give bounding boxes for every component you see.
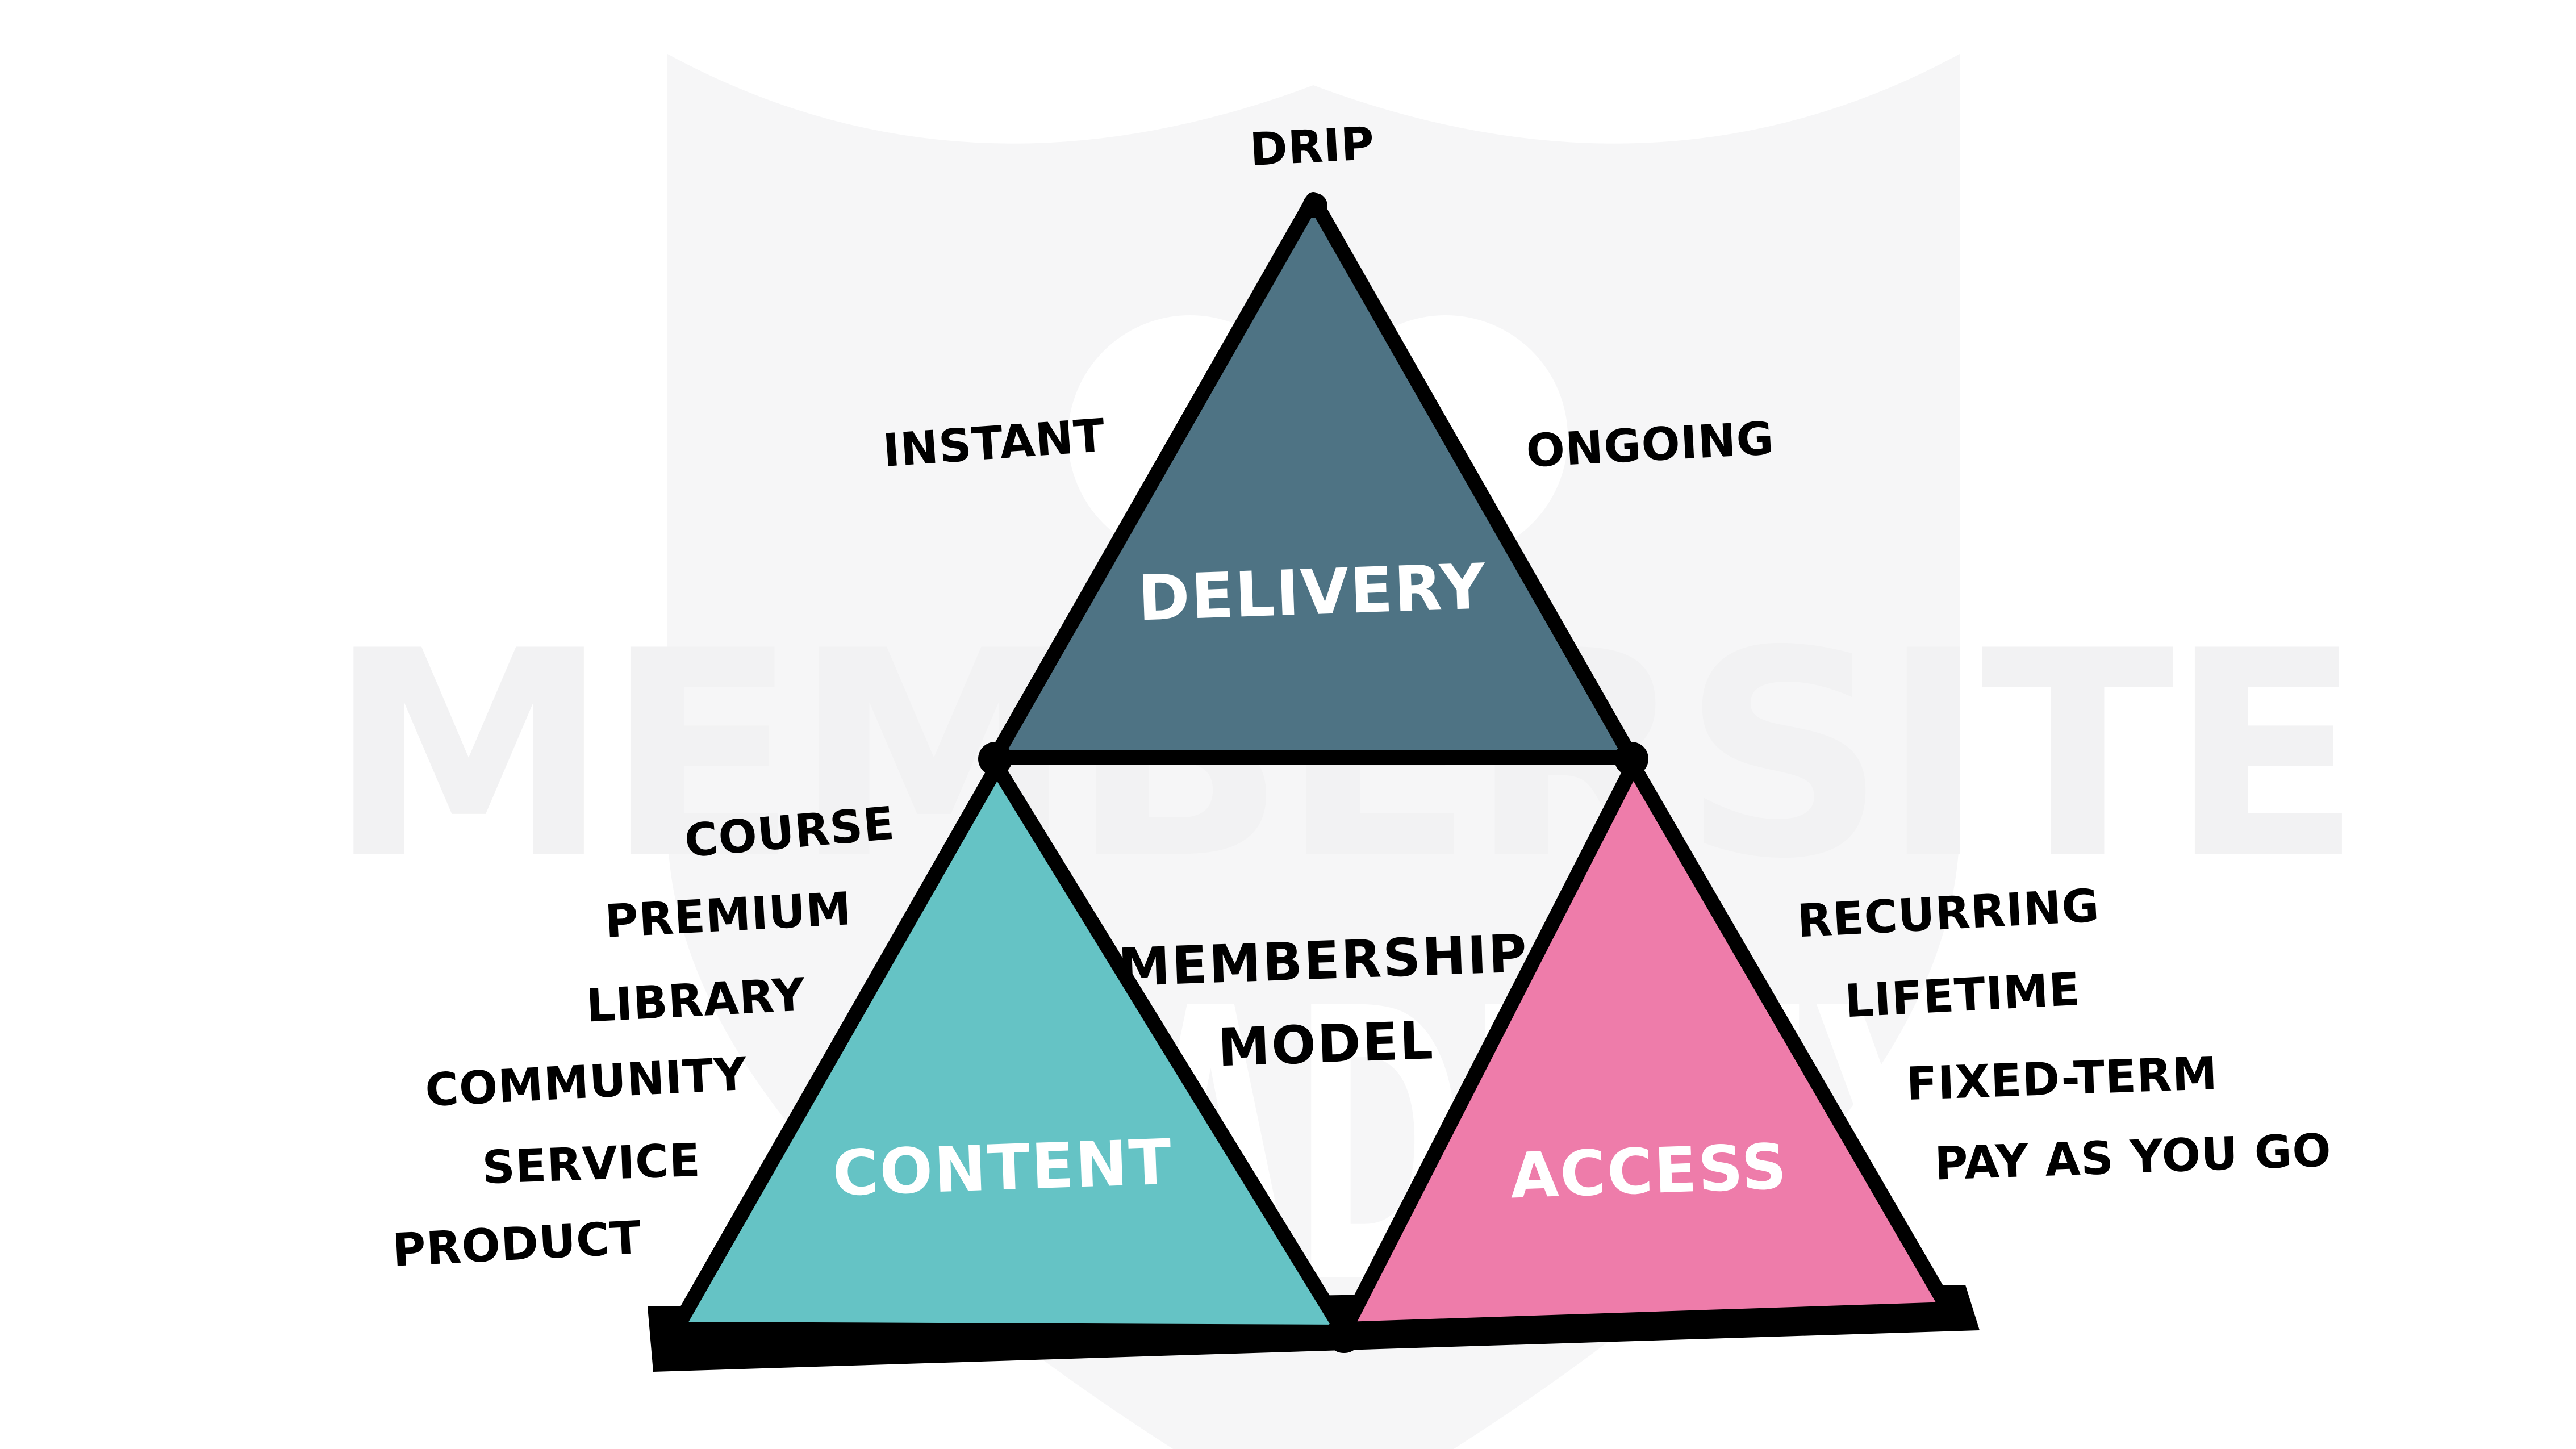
access-item-pay-as-you-go: PAY AS YOU GO <box>1934 1124 2332 1191</box>
content-item-course: COURSE <box>682 796 897 868</box>
delivery-triangle <box>988 192 1639 765</box>
junction-dot-bottom-center <box>1326 1317 1362 1353</box>
content-item-premium: PREMIUM <box>603 882 853 948</box>
delivery-item-ongoing: ONGOING <box>1525 412 1776 478</box>
content-item-library: LIBRARY <box>584 968 807 1033</box>
content-item-product: PRODUCT <box>391 1211 643 1277</box>
content-item-community: COMMUNITY <box>424 1047 749 1117</box>
access-label: ACCESS <box>1509 1130 1789 1213</box>
page-title-line2: MODEL <box>1217 1010 1436 1079</box>
junction-dot-left <box>978 742 1012 776</box>
access-triangle <box>1338 758 1956 1337</box>
delivery-label: DELIVERY <box>1137 550 1488 635</box>
junction-dot-apex <box>1302 193 1327 218</box>
page-title-line1: MEMBERSHIP <box>1117 923 1530 999</box>
delivery-item-drip: DRIP <box>1248 116 1376 177</box>
page-title: MEMBERSHIP MODEL <box>1117 912 1533 1093</box>
access-item-fixed-term: FIXED-TERM <box>1905 1046 2219 1111</box>
content-label: CONTENT <box>831 1125 1174 1210</box>
delivery-item-instant: INSTANT <box>881 408 1107 478</box>
content-item-service: SERVICE <box>481 1133 702 1195</box>
content-triangle <box>669 759 1351 1339</box>
access-item-recurring: RECURRING <box>1796 879 2101 948</box>
junction-dot-right <box>1614 742 1648 776</box>
access-item-lifetime: LIFETIME <box>1843 962 2082 1028</box>
